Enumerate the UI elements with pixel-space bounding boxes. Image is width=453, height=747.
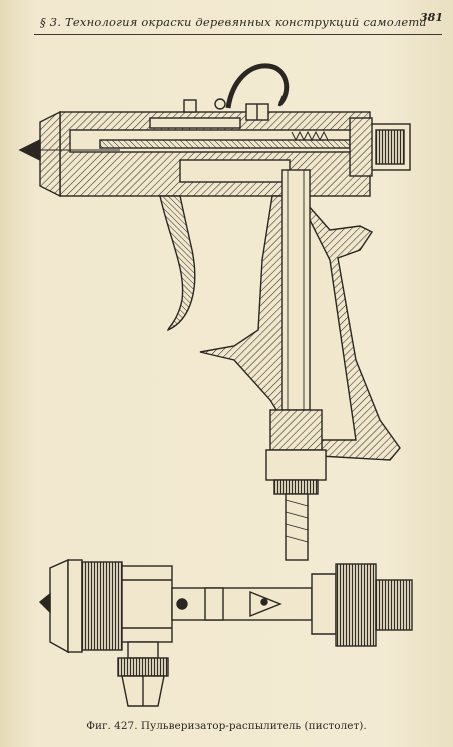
external-view bbox=[38, 558, 413, 707]
spray-gun-drawing bbox=[18, 63, 413, 707]
section-view bbox=[18, 63, 411, 561]
header-rule bbox=[34, 34, 442, 35]
running-head: § 3. Технология окраски деревянных конст… bbox=[0, 0, 453, 36]
figure-caption: Фиг. 427. Пульверизатор-распылитель (пис… bbox=[86, 720, 367, 732]
section-title: § 3. Технология окраски деревянных конст… bbox=[40, 15, 427, 29]
page-number: 381 bbox=[420, 11, 443, 24]
